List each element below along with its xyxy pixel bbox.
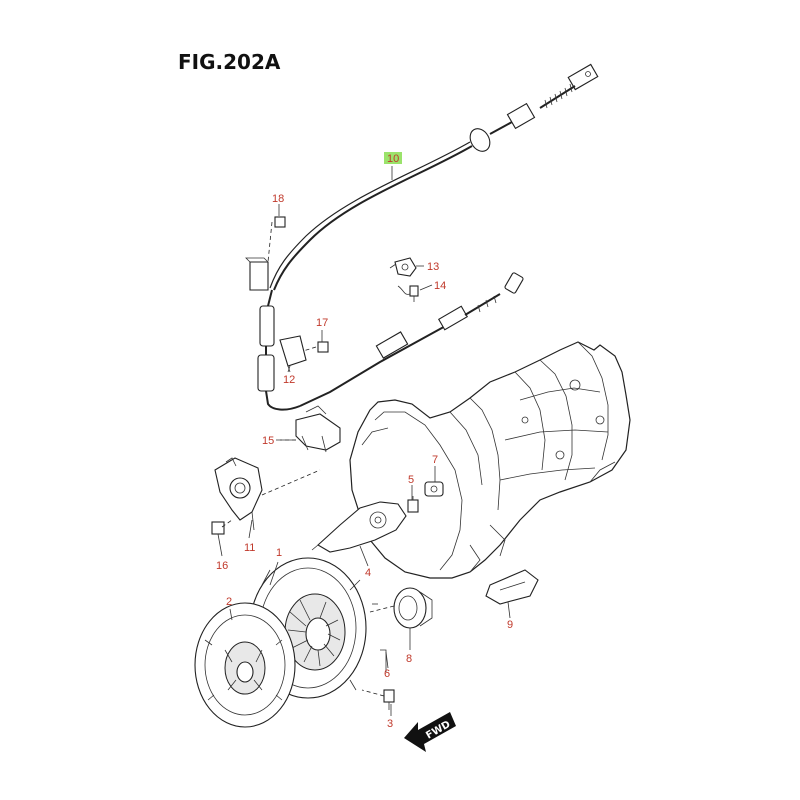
callout-4: 4 (365, 567, 371, 579)
callout-10: 10 (387, 153, 399, 165)
callout-12: 12 (283, 374, 295, 386)
callout-3: 3 (387, 718, 393, 730)
part-18-bolt (267, 216, 286, 263)
part-12-bracket (279, 335, 307, 373)
figure-title: FIG.202A (178, 50, 281, 74)
callout-18: 18 (272, 193, 284, 205)
callout-17: 17 (316, 317, 328, 329)
callout-11: 11 (244, 542, 255, 554)
callout-15: 15 (262, 435, 274, 447)
callout-8: 8 (406, 653, 412, 665)
fwd-arrow: FWD (404, 712, 456, 752)
part-15-bracket (280, 405, 341, 453)
part-17-bolt (299, 341, 329, 353)
part-13-clip (389, 257, 417, 277)
callout-13: 13 (427, 261, 439, 273)
callout-9: 9 (507, 619, 513, 631)
callout-6: 6 (384, 668, 390, 680)
callout-1: 1 (276, 547, 282, 559)
part-16-bolt (211, 519, 233, 535)
part-7-fitting (424, 481, 444, 497)
callout-7: 7 (432, 454, 438, 466)
clutch-cable (245, 63, 599, 411)
leader-lines (217, 166, 511, 716)
part-6-clip (372, 603, 387, 672)
callout-16: 16 (216, 560, 228, 572)
part-2-clutch-disc (194, 602, 296, 728)
part-5-bolt (407, 496, 419, 513)
part-9-mount (485, 569, 539, 605)
callout-14: 14 (434, 280, 446, 292)
callout-2: 2 (226, 596, 232, 608)
part-8-release-bearing (369, 587, 433, 629)
part-3-bolt (361, 689, 395, 710)
part-4-release-fork (311, 501, 407, 553)
part-14-bolt (397, 285, 419, 302)
transmission-housing (349, 341, 631, 579)
callout-5: 5 (408, 474, 414, 486)
part-11-pivot-bracket (214, 457, 321, 531)
callout-10-highlight (384, 152, 402, 164)
